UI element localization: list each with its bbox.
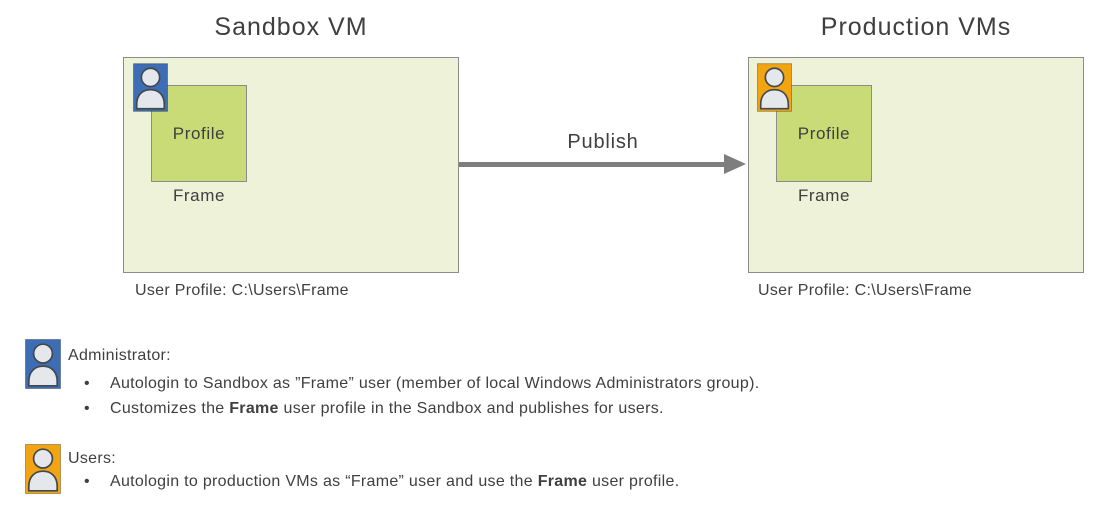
bullet-dot: • bbox=[84, 400, 90, 417]
bullet-dot: • bbox=[84, 473, 90, 490]
admin-bullet-2: • Customizes the Frame user profile in t… bbox=[84, 399, 664, 419]
users-heading: Users: bbox=[68, 450, 117, 467]
users-bullet-1-text: Autologin to production VMs as “Frame” u… bbox=[110, 473, 680, 490]
production-frame-label: Frame bbox=[797, 186, 851, 205]
users-icon bbox=[25, 444, 61, 494]
administrator-heading: Administrator: bbox=[68, 347, 171, 364]
sandbox-caption: User Profile: C:\Users\Frame bbox=[135, 282, 349, 299]
publish-arrow-head-icon bbox=[724, 154, 746, 174]
administrator-icon bbox=[25, 339, 61, 389]
production-vms-title: Production VMs bbox=[820, 13, 1012, 41]
production-caption: User Profile: C:\Users\Frame bbox=[758, 282, 972, 299]
sandbox-frame-label: Frame bbox=[172, 186, 226, 205]
bullet-dot: • bbox=[84, 375, 90, 392]
admin-bullet-2-text: Customizes the Frame user profile in the… bbox=[110, 400, 664, 417]
production-profile-box: Profile bbox=[776, 85, 872, 182]
publish-label: Publish bbox=[567, 131, 639, 153]
admin-user-icon bbox=[133, 63, 168, 112]
production-profile-label: Profile bbox=[797, 123, 851, 143]
admin-bullet-1-text: Autologin to Sandbox as ”Frame” user (me… bbox=[110, 375, 760, 392]
frame-user-icon bbox=[757, 63, 792, 112]
publish-arrow-line bbox=[459, 162, 727, 167]
sandbox-vm-title: Sandbox VM bbox=[214, 13, 368, 41]
sandbox-profile-label: Profile bbox=[172, 123, 226, 143]
users-bullet-1: • Autologin to production VMs as “Frame”… bbox=[84, 472, 679, 492]
admin-bullet-1: • Autologin to Sandbox as ”Frame” user (… bbox=[84, 374, 759, 394]
